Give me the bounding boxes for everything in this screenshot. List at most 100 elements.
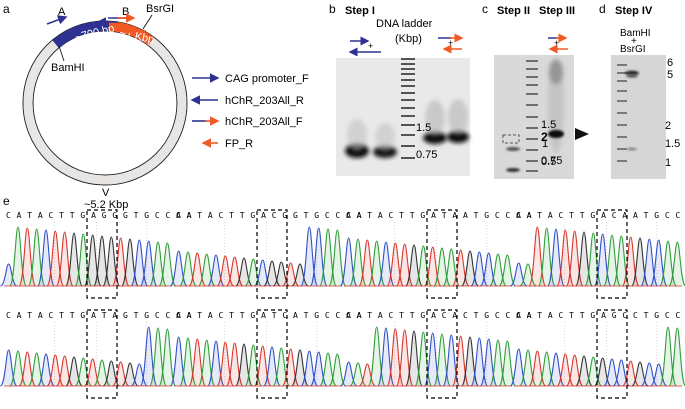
ladder-band bbox=[617, 112, 627, 114]
sequence-text: C A T A C T T G A C A C T G C C A A bbox=[346, 311, 532, 320]
step4-marker-5: 5 bbox=[667, 69, 673, 81]
codon-box bbox=[426, 309, 458, 399]
ladder-band bbox=[401, 107, 415, 109]
ladder-unit: (Kbp) bbox=[395, 33, 422, 45]
step4-marker-1-5: 1.5 bbox=[665, 138, 680, 150]
step4-enzyme-2: BsrGI bbox=[620, 44, 646, 55]
ladder-band bbox=[401, 99, 415, 101]
chromatogram-tile: C A T A C T T G A G G G T G C C A A bbox=[0, 209, 192, 299]
trace-peak bbox=[650, 363, 668, 387]
sequence-text: C A T A C T T G A C A A T G C C A A bbox=[516, 211, 685, 220]
chromatogram-tile: C A T A C T T G A C A A T G C C A A bbox=[510, 209, 685, 299]
bsrgi-pointer bbox=[142, 14, 153, 30]
ladder-band bbox=[401, 85, 415, 87]
ladder-band bbox=[526, 76, 538, 78]
bsrgi-site-label: BsrGI bbox=[146, 3, 174, 15]
ladder-band bbox=[617, 148, 627, 150]
sequence-text: C A T A C T T G A C G G T G C C A A bbox=[176, 211, 362, 220]
step3-marker-1: 1 bbox=[542, 138, 548, 150]
region-b-size-label: ~1 Kbp bbox=[118, 27, 155, 46]
step4-marker-6: 6 bbox=[667, 57, 673, 69]
bamhi-site-label: BamHI bbox=[51, 62, 85, 74]
sequence-text: C A T A C T T G A T A A T G C C A A bbox=[346, 211, 532, 220]
ladder-band bbox=[617, 72, 627, 74]
ladder-band bbox=[526, 60, 538, 62]
chromatogram-tile: C A T A C T T G A C G G T G C C A A bbox=[169, 209, 362, 299]
step1-primer-symbol-left: + bbox=[348, 36, 381, 57]
legend-text-cag-f: CAG promoter_F bbox=[225, 73, 309, 85]
ladder-band bbox=[401, 73, 415, 75]
vector-size-label: ~5.2 Kbp bbox=[84, 199, 128, 211]
step3-title: Step III bbox=[539, 5, 575, 17]
step3-plus: + bbox=[554, 38, 559, 48]
step3-marker-0-75: 0.75 bbox=[541, 155, 562, 167]
bamhi-pointer bbox=[58, 45, 65, 62]
sequence-text: C A T A C T T G A T A G T G C C A A bbox=[6, 311, 192, 320]
codon-box bbox=[426, 209, 458, 299]
ladder-band bbox=[617, 90, 627, 92]
ladder-band bbox=[526, 93, 538, 95]
step4-marker-2: 2 bbox=[665, 120, 671, 132]
step3-marker-1-5: 1.5 bbox=[541, 119, 556, 131]
ladder-band bbox=[401, 157, 415, 159]
plasmid-map: ~700 bp ~1 Kbp A B BsrGI BamHI V ~5.2 Kb… bbox=[22, 3, 188, 211]
ladder-band bbox=[401, 134, 415, 136]
plasmid-backbone bbox=[23, 21, 187, 185]
ladder-band bbox=[526, 160, 538, 162]
ladder-band bbox=[526, 170, 538, 172]
trace-peak bbox=[291, 263, 309, 287]
ladder-band bbox=[526, 84, 538, 86]
legend-text-fp-r: FP_R bbox=[225, 138, 253, 150]
step4-enzyme-plus: + bbox=[631, 36, 637, 47]
panel-label-d: d bbox=[599, 2, 606, 16]
chromatogram-tile: C A T A C T T G A T C A T G C C A A bbox=[169, 309, 362, 399]
chromatogram-tile: C A T A C T T G A T A A T G C C A A bbox=[339, 209, 532, 299]
sequence-text: C A T A C T T G A G G G T G C C A A bbox=[6, 211, 192, 220]
step1-primer-symbol-right: + bbox=[438, 33, 464, 54]
step1-gel bbox=[334, 56, 470, 178]
trace-peak bbox=[158, 242, 177, 287]
trace-peak bbox=[328, 353, 347, 387]
chromatograms: C A T A C T T G A G G G T G C C A AC A T… bbox=[0, 209, 685, 399]
panel-label-b: b bbox=[329, 2, 336, 16]
ladder-band bbox=[617, 80, 627, 82]
plasmid-inner-ring bbox=[32, 30, 178, 176]
step1-marker-1-5: 1.5 bbox=[416, 122, 431, 134]
band-arrowhead bbox=[575, 128, 589, 140]
ladder-band bbox=[401, 68, 415, 70]
ladder-band bbox=[401, 58, 415, 60]
codon-box bbox=[596, 309, 628, 399]
chromatogram-tile: C A T A C T T G A C A C T G C C A A bbox=[340, 309, 532, 399]
vector-label: V bbox=[102, 187, 110, 199]
step4-title: Step IV bbox=[615, 5, 653, 17]
step2-title: Step II bbox=[497, 5, 530, 17]
step3-primer-symbol: + bbox=[548, 33, 568, 54]
ladder-band bbox=[526, 104, 538, 106]
ladder-band bbox=[617, 160, 627, 162]
legend-text-hchr-r: hChR_203All_R bbox=[225, 95, 304, 107]
step1-plus-right: + bbox=[448, 38, 453, 48]
ladder-title: DNA ladder bbox=[376, 18, 433, 30]
primer-cag-f-on-map bbox=[46, 15, 68, 25]
step1-title: Step I bbox=[345, 5, 375, 17]
step1-plus-left: + bbox=[368, 41, 373, 51]
codon-box bbox=[86, 209, 118, 299]
codon-box bbox=[256, 209, 288, 299]
trace-peak bbox=[130, 363, 148, 387]
trace-peak bbox=[158, 328, 177, 387]
ladder-band bbox=[526, 138, 538, 140]
legend-text-hchr-f: hChR_203All_F bbox=[225, 116, 303, 128]
sequence-text: C A T A C T T G A T C A T G C C A A bbox=[176, 311, 362, 320]
trace-peak bbox=[358, 363, 376, 387]
excised-band-box bbox=[502, 134, 520, 144]
chromatogram-tile: C A T A C T T G A G C C T G C C A A bbox=[509, 309, 685, 399]
step3-gel bbox=[494, 55, 574, 179]
ladder-band bbox=[401, 124, 415, 126]
region-b-label: B bbox=[122, 6, 129, 18]
ladder-band bbox=[617, 64, 627, 66]
panel-label-c: c bbox=[482, 2, 488, 16]
codon-box bbox=[256, 309, 288, 399]
ladder-band bbox=[617, 124, 627, 126]
ladder-band bbox=[617, 100, 627, 102]
